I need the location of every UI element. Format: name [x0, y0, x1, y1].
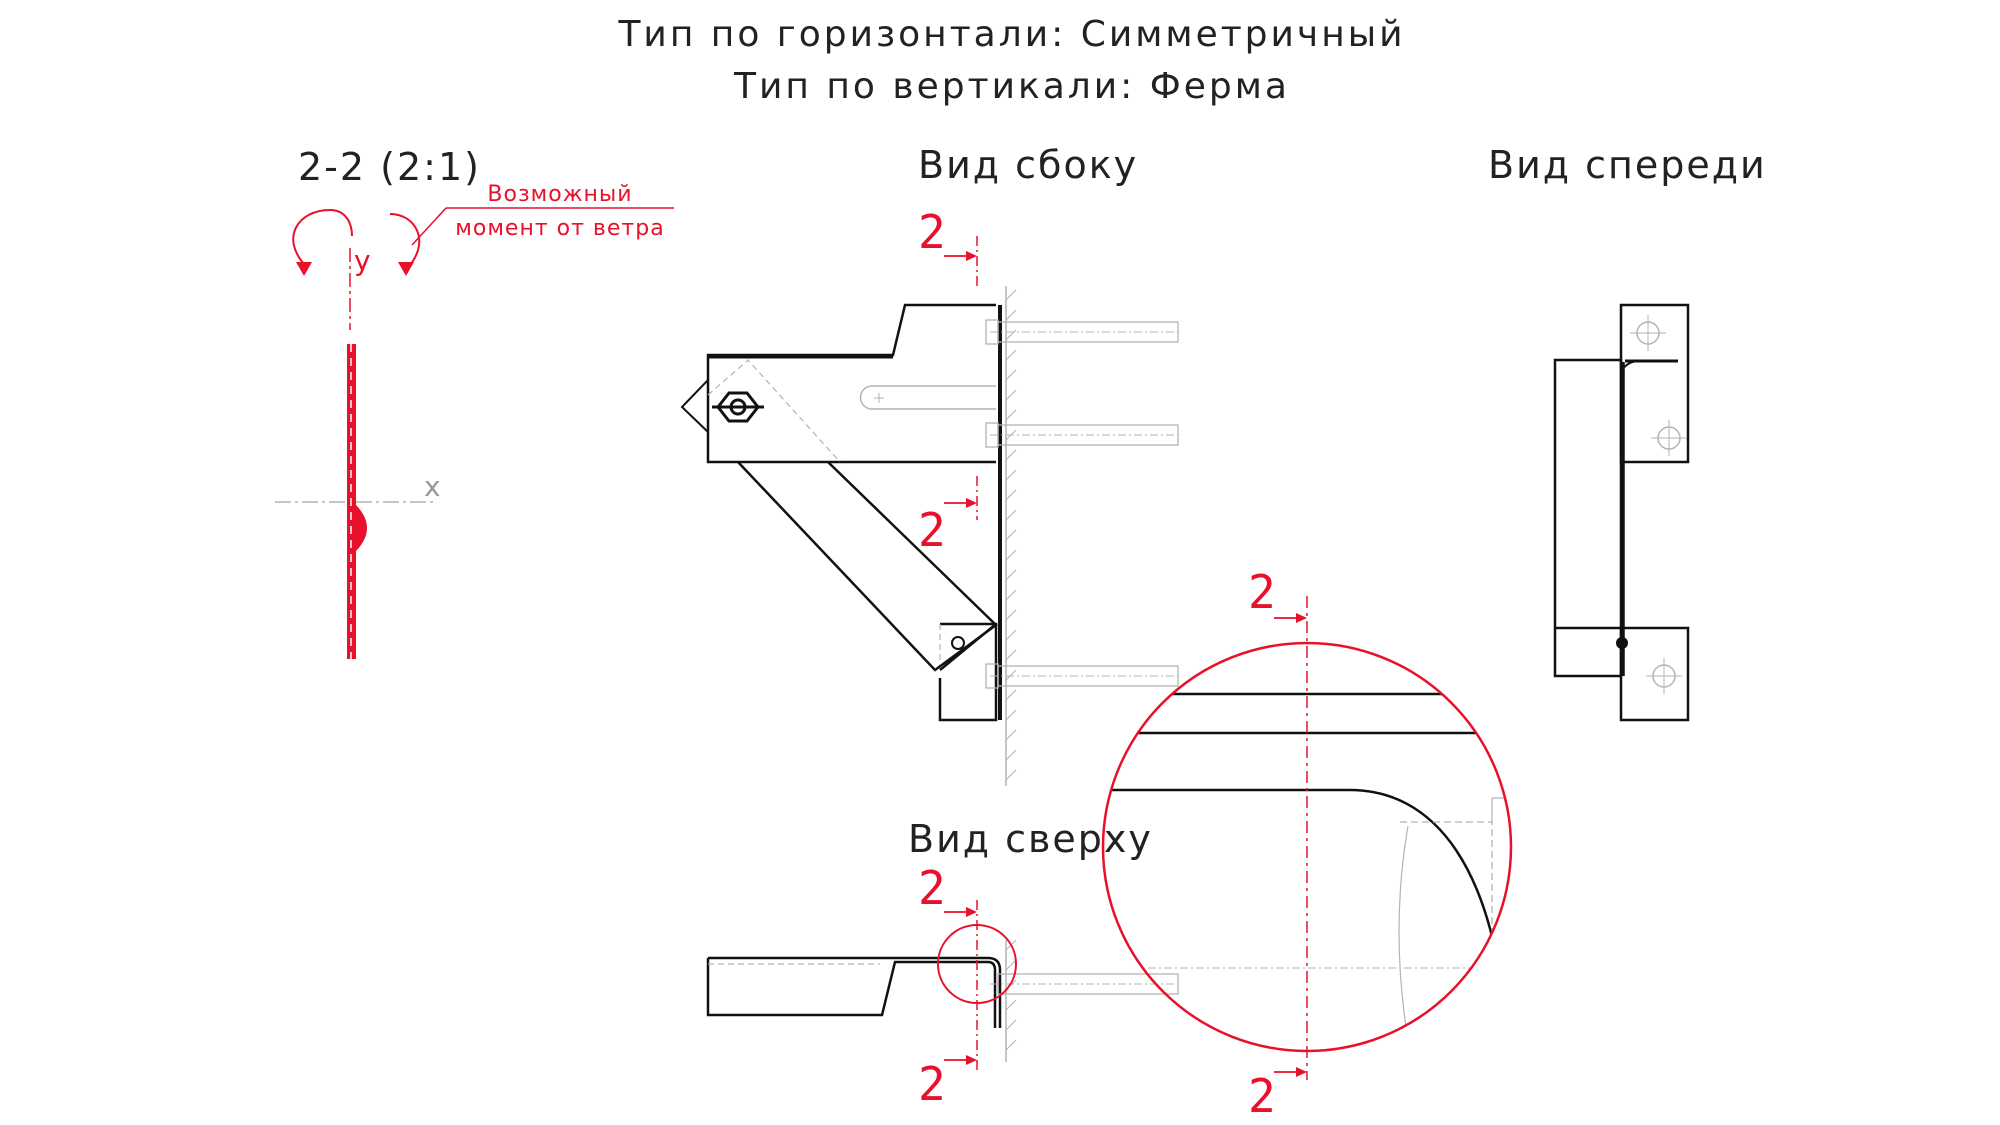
detail-view: 2 2 [1101, 565, 1513, 1123]
label-side-view: Вид сбоку [918, 143, 1138, 187]
label-section-view: 2-2 (2:1) [298, 145, 481, 189]
front-weld-dot [1616, 637, 1628, 649]
section-2-2: y x Возможный момент от ветра [275, 182, 674, 659]
cut-marker-top-upper: 2 [918, 861, 946, 915]
annotation-wind-moment-1: Возможный [487, 182, 632, 207]
label-front-view: Вид спереди [1488, 143, 1767, 187]
cut-marker-detail-upper: 2 [1248, 565, 1276, 619]
cut-marker-side-bottom: 2 [918, 503, 946, 557]
front-arm-body [1553, 358, 1623, 678]
annotation-wind-moment-2: момент от ветра [455, 216, 664, 241]
side-view: 2 2 [680, 205, 1182, 786]
label-top-view: Вид сверху [908, 817, 1153, 861]
front-bottom-plate [1619, 626, 1690, 722]
section-bulb [356, 505, 367, 551]
anchor-bolt-bottom [985, 663, 1182, 689]
title-vertical-type: Тип по вертикали: Ферма [733, 66, 1290, 107]
title-horizontal-type: Тип по горизонтали: Симметричный [617, 14, 1405, 55]
cut-marker-detail-lower: 2 [1248, 1069, 1276, 1123]
axis-x-label: x [424, 470, 441, 503]
axis-y-label: y [354, 244, 371, 277]
top-view: 2 2 [706, 861, 1182, 1111]
cut-marker-side-top: 2 [918, 205, 946, 259]
side-bottom-bracket [938, 622, 998, 722]
front-bolt-icon [1630, 315, 1687, 694]
anchor-bolt-middle [985, 422, 1182, 448]
anchor-bolt-top [985, 319, 1182, 345]
front-view [1553, 303, 1690, 722]
cut-marker-top-lower: 2 [918, 1057, 946, 1111]
side-top-arm [706, 303, 996, 464]
pivot-bolt-icon [712, 391, 764, 423]
top-bracket-outline [706, 956, 1002, 1028]
